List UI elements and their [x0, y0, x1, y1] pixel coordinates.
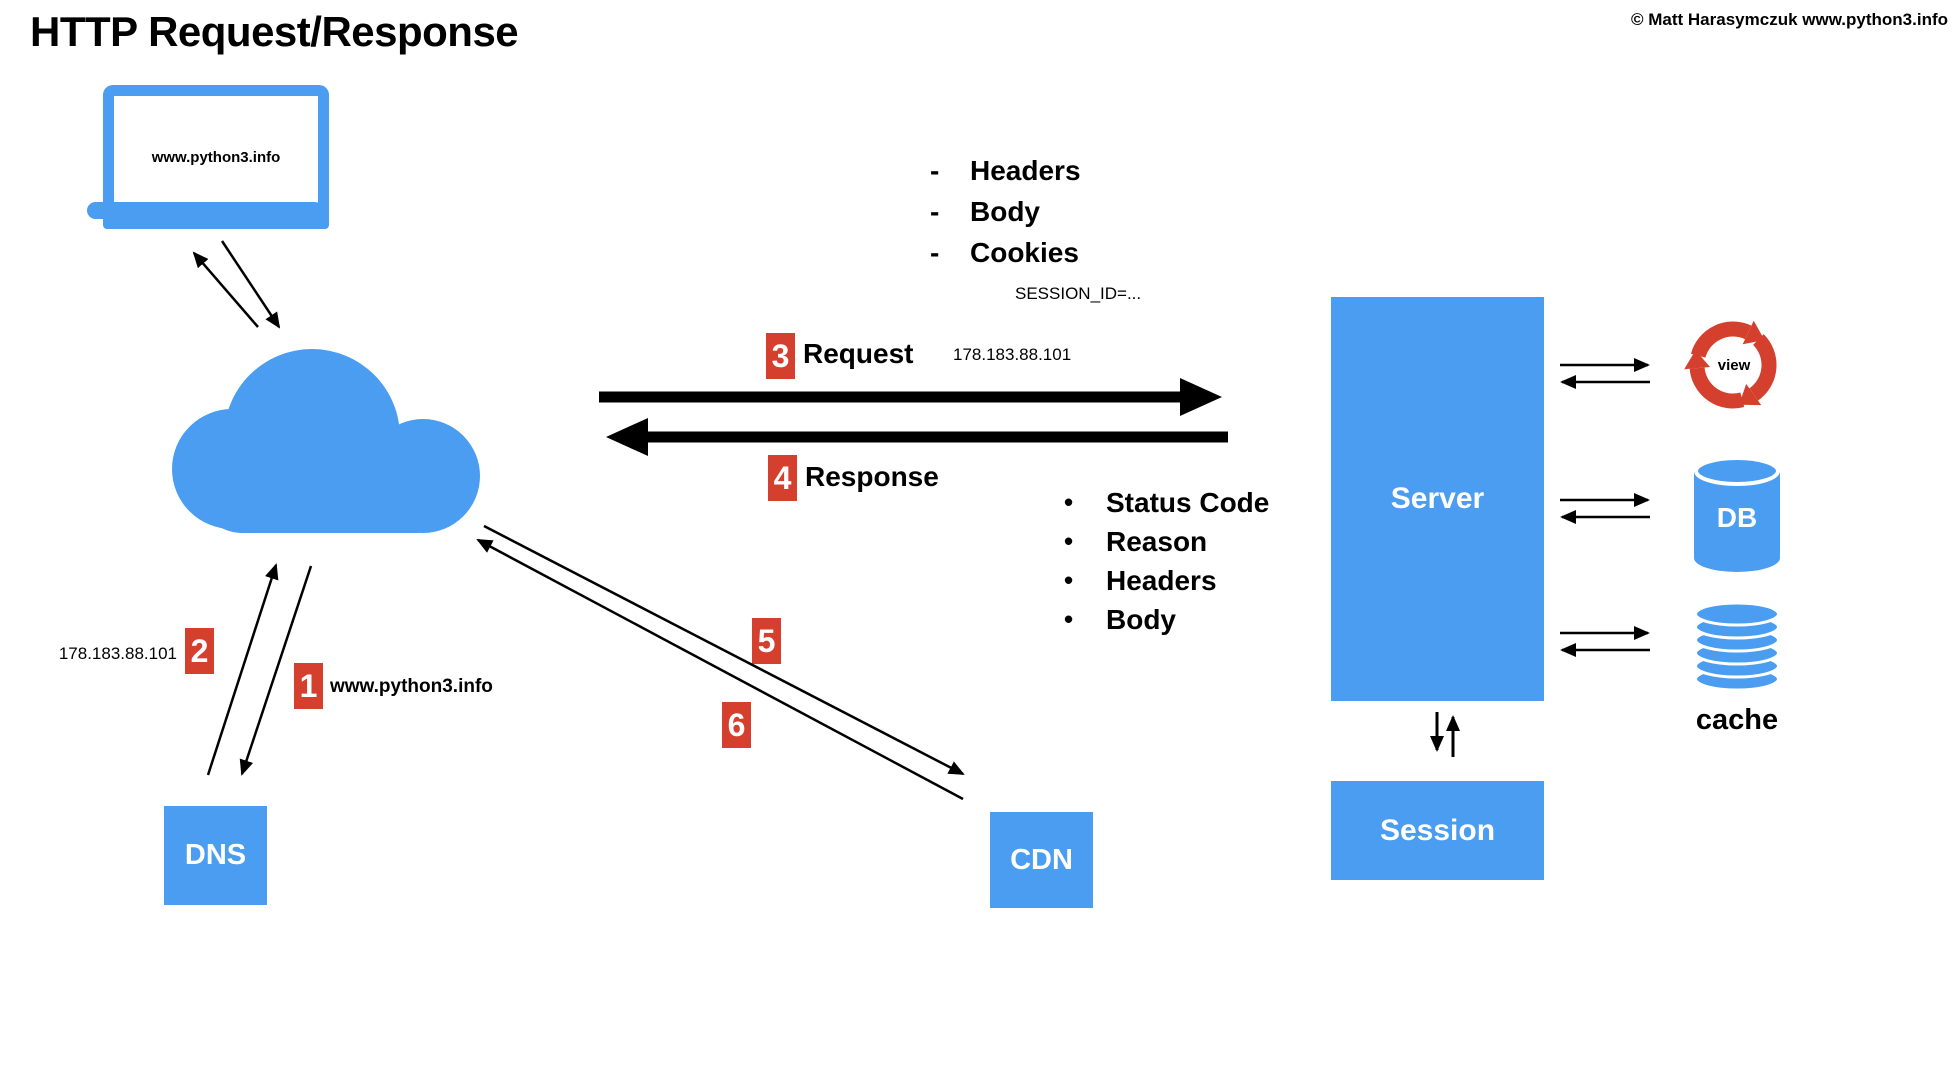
list-item: - Body — [930, 191, 1081, 232]
copyright-note: © Matt Harasymczuk www.python3.info — [1631, 10, 1948, 29]
list-item-label: Body — [970, 195, 1040, 227]
laptop-url-label: www.python3.info — [151, 148, 281, 166]
list-item: - Cookies — [930, 232, 1081, 273]
arrow-laptop-to-cloud — [220, 240, 281, 329]
step-badge-3: 3 — [766, 333, 795, 379]
database-icon: DB — [1694, 456, 1780, 572]
server-label: Server — [1390, 482, 1485, 515]
request-payload-list: - Headers - Body - Cookies — [930, 150, 1081, 273]
response-label: Response — [805, 461, 939, 492]
cdn-label: CDN — [1010, 843, 1073, 876]
session-label: Session — [1379, 813, 1496, 847]
step-badge-5: 5 — [752, 618, 781, 664]
dns-answer-ip: 178.183.88.101 — [58, 644, 177, 663]
list-item-label: Cookies — [970, 236, 1079, 268]
step-badge-6: 6 — [722, 702, 751, 748]
server-node: Server — [1331, 297, 1544, 701]
dns-node: DNS — [164, 806, 267, 905]
response-payload-list: • Status Code • Reason • Headers • Body — [1064, 483, 1269, 639]
arrow-cloud-to-laptop — [192, 251, 259, 328]
list-item-label: Headers — [970, 154, 1081, 186]
list-item: • Body — [1064, 600, 1269, 639]
dot-bullet: • — [1064, 604, 1074, 634]
dns-query-host: www.python3.info — [330, 676, 493, 697]
step-badge-4: 4 — [768, 455, 797, 501]
view-label: view — [1718, 357, 1751, 374]
list-item-label: Reason — [1106, 525, 1208, 557]
cache-label: cache — [1695, 704, 1779, 736]
view-cycle-icon: view — [1684, 320, 1777, 409]
list-item-label: Body — [1106, 603, 1176, 635]
session-cookie-note: SESSION_ID=... — [1015, 284, 1142, 303]
dot-bullet: • — [1064, 565, 1074, 595]
request-ip: 178.183.88.101 — [953, 345, 1072, 364]
db-label: DB — [1717, 502, 1757, 533]
list-item-label: Status Code — [1106, 486, 1270, 518]
step-badge-2: 2 — [185, 628, 214, 674]
session-node: Session — [1331, 781, 1544, 880]
dash-bullet: - — [930, 195, 940, 227]
cache-icon — [1694, 601, 1780, 692]
laptop-base — [87, 202, 323, 219]
dash-bullet: - — [930, 154, 940, 186]
list-item: • Headers — [1064, 561, 1269, 600]
page-title: HTTP Request/Response — [30, 8, 519, 55]
list-item: • Status Code — [1064, 483, 1269, 522]
dash-bullet: - — [930, 236, 940, 268]
dot-bullet: • — [1064, 526, 1074, 556]
dns-label: DNS — [184, 839, 247, 871]
arrow-cdn-to-cloud — [476, 538, 964, 801]
request-label: Request — [803, 338, 914, 369]
list-item-label: Headers — [1106, 564, 1217, 596]
arrow-dns-to-cloud — [206, 563, 279, 776]
list-item: - Headers — [930, 150, 1081, 191]
cdn-node: CDN — [990, 812, 1093, 908]
list-item: • Reason — [1064, 522, 1269, 561]
cloud-icon — [172, 349, 480, 533]
dot-bullet: • — [1064, 487, 1074, 517]
step-badge-1: 1 — [294, 663, 323, 709]
